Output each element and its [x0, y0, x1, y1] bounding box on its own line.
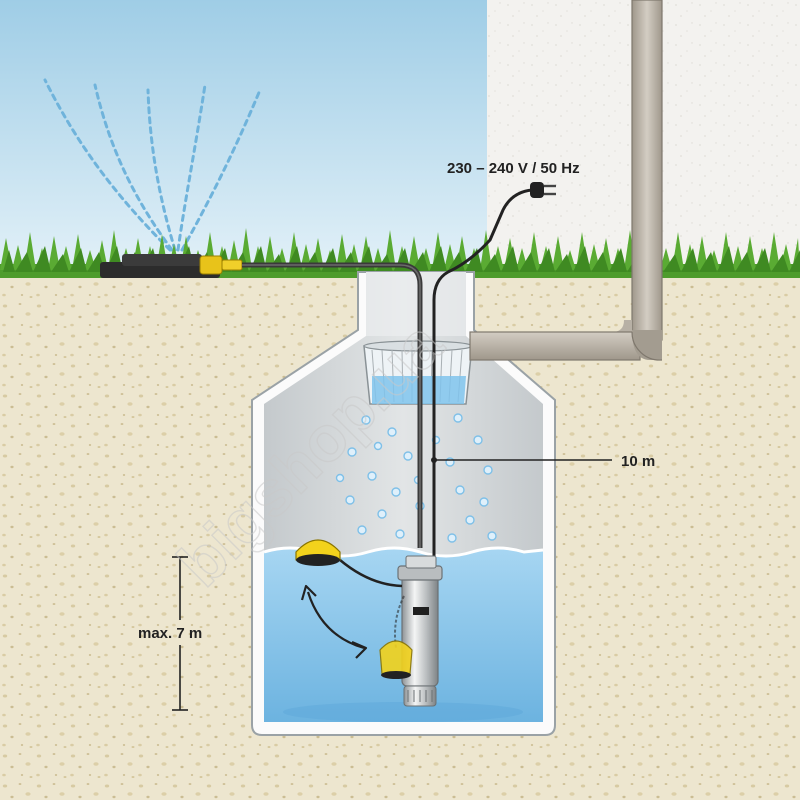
cable-length-leader — [431, 457, 612, 463]
submersible-pump — [397, 555, 443, 707]
filter-basket — [363, 340, 473, 405]
float-motion-arrow — [300, 584, 368, 659]
rain-downpipe — [469, 0, 663, 361]
depth-dimension — [172, 556, 188, 711]
garden-hose-highlight — [242, 264, 421, 548]
float-switch — [295, 539, 413, 679]
garden-sprinkler — [100, 254, 243, 278]
power-cable — [432, 182, 556, 570]
sprinkler-spray — [43, 78, 262, 252]
power-label: 230 – 240 V / 50 Hz — [447, 160, 580, 177]
depth-label: max. 7 m — [138, 625, 202, 642]
cable-length-label: 10 m — [621, 453, 655, 470]
